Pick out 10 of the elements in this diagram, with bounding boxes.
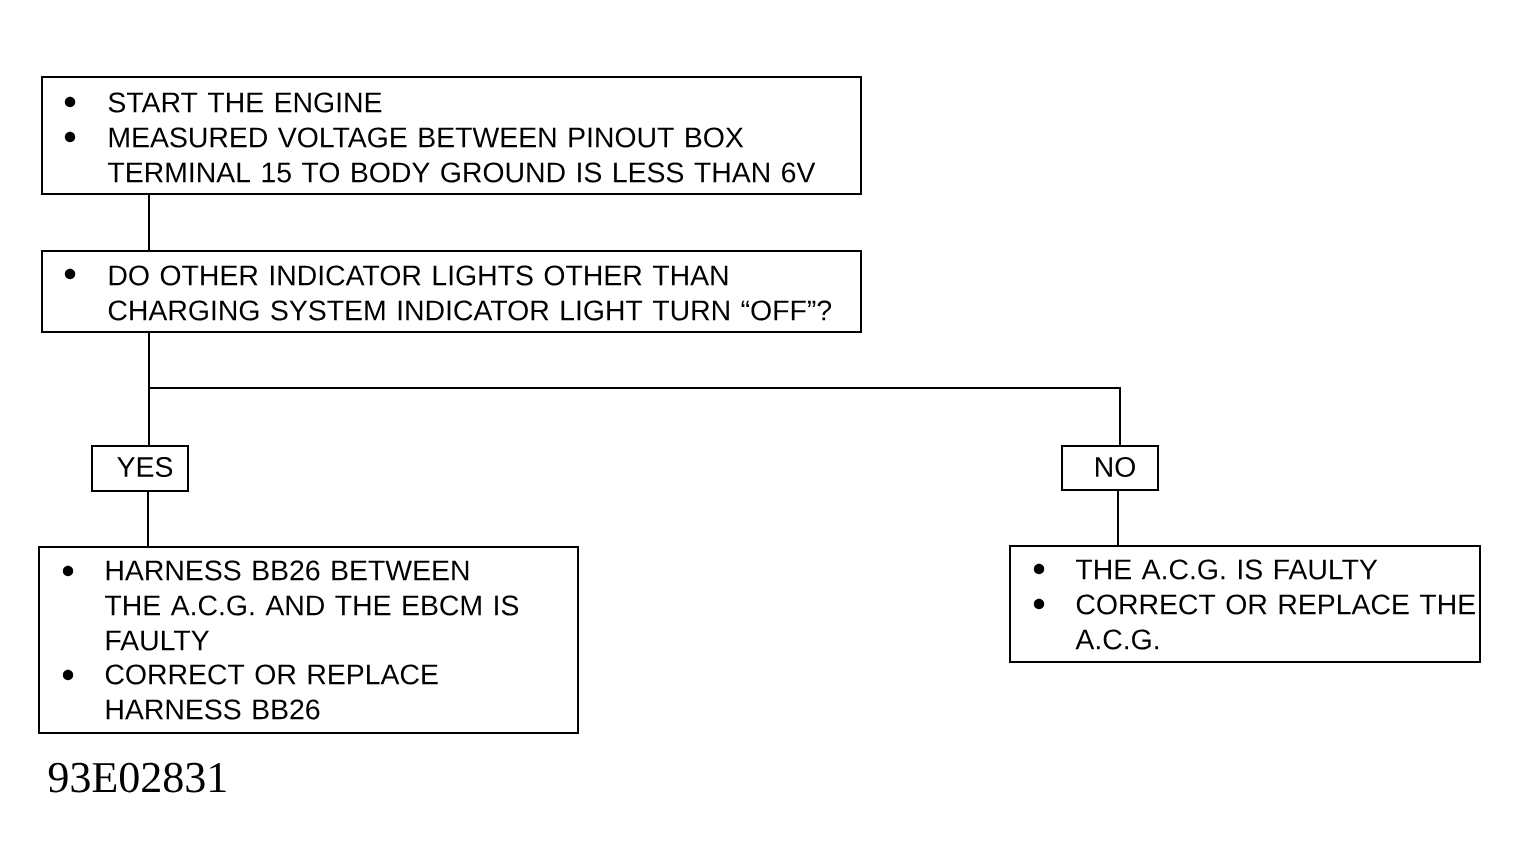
step-box: START THE ENGINE MEASURED VOLTAGE BETWEEN PINOUT BOX TERMINAL 15 TO BODY GROUND IS LESS THAN 6V — [41, 76, 862, 195]
question-box: DO OTHER INDICATOR LIGHTS OTHER THAN CHARGING SYSTEM INDICATOR LIGHT TURN “OFF”? — [41, 250, 862, 333]
result-box: HARNESS BB26 BETWEEN THE A.C.G. AND THE EBCM IS FAULTY CORRECT OR REPLACE HARNESS BB26 — [38, 546, 579, 734]
connector-line — [1117, 490, 1119, 546]
connector-line — [148, 194, 150, 251]
result-box: THE A.C.G. IS FAULTY CORRECT OR REPLACE THE A.C.G. — [1009, 545, 1481, 663]
connector-line — [148, 332, 1121, 446]
connector-line — [147, 491, 149, 547]
branch-box: YES — [91, 445, 189, 492]
branch-box: NO — [1061, 445, 1159, 491]
